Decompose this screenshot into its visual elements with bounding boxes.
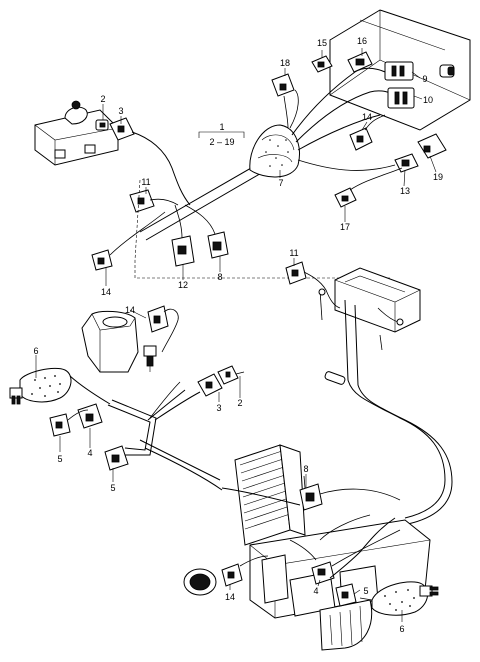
- callout-1: 1: [219, 122, 224, 132]
- grommet: [249, 124, 300, 178]
- connector-13: [394, 153, 419, 173]
- callout-17: 17: [340, 222, 350, 232]
- connector-8-upper: [184, 204, 229, 259]
- connector-19: [417, 133, 447, 159]
- connector-4-upper: [77, 403, 103, 429]
- connector-11-upper: [129, 189, 155, 213]
- callout-labels: 1 2 – 19 2 3 11 14 12 8 7 15 16 18 9 10 …: [33, 36, 443, 634]
- connector-5-bottom: [335, 583, 357, 607]
- connector-5-lower: [104, 445, 129, 471]
- callout-1-range: 2 – 19: [209, 137, 234, 147]
- temperature-sensor: [143, 345, 157, 372]
- callout-11-upper: 11: [141, 177, 150, 187]
- relay-plate: [334, 267, 421, 333]
- connector-11-lower: [285, 261, 341, 309]
- callout-6-lower: 6: [399, 624, 404, 634]
- connector-8-lower: [299, 475, 401, 511]
- callout-5-bottom: 5: [363, 586, 368, 596]
- callout-10: 10: [423, 95, 433, 105]
- connector-5-upper: [49, 409, 89, 437]
- callout-14-upper: 14: [362, 112, 372, 122]
- connector-14-bottom: [221, 555, 269, 587]
- connector-17: [297, 159, 403, 208]
- callout-14-lower: 14: [125, 305, 135, 315]
- callout-4-upper: 4: [87, 448, 92, 458]
- callout-4-lower: 4: [313, 586, 318, 596]
- multi-pin-connector-10: [387, 87, 415, 109]
- connector-15: [311, 55, 333, 73]
- connector-18: [271, 73, 295, 129]
- branch-wire-11: [149, 198, 179, 206]
- ground-eyelets: [318, 288, 404, 351]
- multi-pin-connector-9: [384, 61, 414, 81]
- bulb-holder-6-lower: [359, 581, 439, 616]
- callout-14-bottom: 14: [225, 592, 235, 602]
- callout-14-mid: 14: [101, 287, 111, 297]
- callout-9: 9: [422, 74, 427, 84]
- callout-2-upper: 2: [100, 94, 105, 104]
- bulb-holder-6-upper: [9, 367, 111, 405]
- connector-14-lower: [147, 305, 179, 353]
- main-harness-trunk: [139, 159, 271, 241]
- callout-19: 19: [433, 172, 443, 182]
- callout-5-lower: 5: [110, 483, 115, 493]
- connector-3-upper: [109, 117, 191, 206]
- connector-16: [347, 51, 373, 73]
- callout-8-lower: 8: [303, 464, 308, 474]
- level-sensor-module: [34, 100, 119, 166]
- callout-15: 15: [317, 38, 327, 48]
- connector-2-3-middle: [154, 365, 245, 421]
- callout-3-middle: 3: [216, 403, 221, 413]
- callout-8-upper: 8: [217, 272, 222, 282]
- callout-7: 7: [278, 178, 283, 188]
- leader-lines: [35, 48, 437, 622]
- callout-6-upper: 6: [33, 346, 38, 356]
- callout-16: 16: [357, 36, 367, 46]
- dashed-boundary-left: [134, 179, 141, 261]
- callout-5-upper: 5: [57, 454, 62, 464]
- callout-2-middle: 2: [237, 398, 242, 408]
- middle-harness-loom: [107, 381, 223, 491]
- callout-12: 12: [178, 280, 188, 290]
- lens-cap: [183, 568, 217, 596]
- callout-3-upper: 3: [118, 106, 123, 116]
- callout-13: 13: [400, 186, 410, 196]
- callout-18: 18: [280, 58, 290, 68]
- connector-14-mid: [91, 211, 166, 271]
- headlight-housing-shroud: [81, 310, 139, 373]
- callout-bracket-1: [198, 131, 245, 138]
- connector-14-upper: [349, 114, 386, 151]
- callout-11-lower: 11: [289, 248, 298, 258]
- connector-12: [171, 204, 195, 267]
- lower-harness-run: [221, 487, 396, 579]
- connector-4-lower: [311, 529, 401, 585]
- relay-box-cap: [439, 64, 455, 78]
- headlight-reflector-grille: [234, 444, 306, 546]
- connector-2-upper: [95, 119, 109, 131]
- harness-down-right: [324, 299, 453, 525]
